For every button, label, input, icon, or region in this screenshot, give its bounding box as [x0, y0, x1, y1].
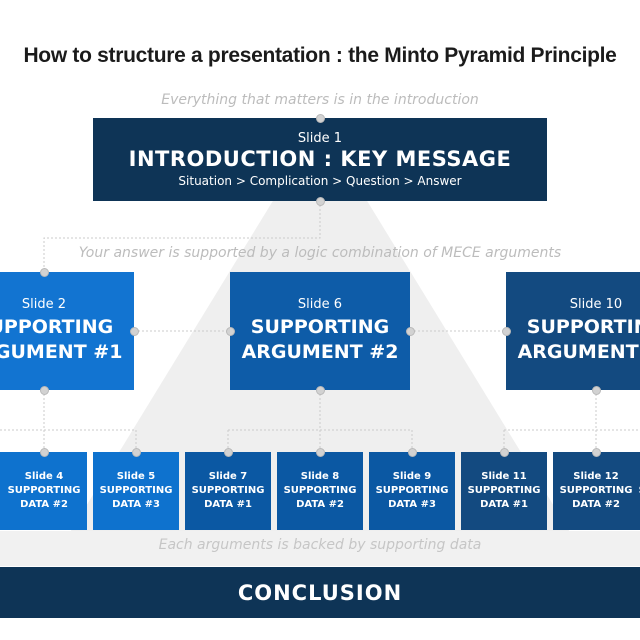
data-box-slide-4[interactable]: Slide 4 SUPPORTING DATA #2 — [1, 452, 87, 530]
data-box-slide-7[interactable]: Slide 7 SUPPORTING DATA #1 — [185, 452, 271, 530]
caption-introduction: Everything that matters is in the introd… — [161, 92, 479, 108]
connector-dot — [39, 267, 49, 277]
data-caption-band — [0, 531, 640, 566]
intro-title: INTRODUCTION : KEY MESSAGE — [128, 147, 512, 172]
data-box-slide-11[interactable]: Slide 11 SUPPORTING DATA #1 — [461, 452, 547, 530]
data-label-line2: DATA #2 — [572, 499, 620, 510]
connector-dot — [499, 447, 509, 457]
argument-box-3[interactable]: Slide 10 SUPPORTING ARGUMENT #3 — [506, 272, 640, 390]
connector-dot — [223, 447, 233, 457]
introduction-box[interactable]: Slide 1 INTRODUCTION : KEY MESSAGE Situa… — [93, 118, 547, 201]
connector-dot — [129, 326, 139, 336]
argument-label-line1: SUPPORTING — [250, 316, 390, 339]
argument-label-line1: SUPPORTING — [526, 316, 640, 339]
connector-dot — [405, 326, 415, 336]
connector-dot — [39, 447, 49, 457]
data-slide-number: Slide 4 — [24, 471, 64, 482]
connector-dot — [315, 113, 325, 123]
page-title: How to structure a presentation : the Mi… — [23, 44, 617, 67]
data-label-line2: DATA #2 — [296, 499, 344, 510]
intro-slide-number: Slide 1 — [297, 131, 343, 147]
data-slide-number: Slide 8 — [300, 471, 340, 482]
argument-slide-number: Slide 6 — [297, 297, 343, 313]
connector-dot — [591, 385, 601, 395]
data-slide-number: Slide 12 — [573, 471, 619, 482]
data-label-line1: SUPPORTING — [191, 485, 265, 496]
data-label-line2: DATA #1 — [480, 499, 528, 510]
data-label-line2: DATA #3 — [112, 499, 160, 510]
data-slide-number: Slide 11 — [481, 471, 527, 482]
data-label-line1: SUPPORTING — [375, 485, 449, 496]
intro-subtitle: Situation > Complication > Question > An… — [178, 173, 462, 188]
argument-label-line2: ARGUMENT #1 — [0, 341, 123, 363]
data-box-slide-12[interactable]: Slide 12 SUPPORTING DATA #2 — [553, 452, 639, 530]
connector-dot — [501, 326, 511, 336]
connector-dot — [315, 196, 325, 206]
data-slide-number: Slide 7 — [208, 471, 248, 482]
caption-supporting-data: Each arguments is backed by supporting d… — [158, 537, 482, 553]
data-box-slide-13[interactable]: Slide 13 SUPPORTING DATA #3 — [632, 452, 640, 530]
connector-dot — [315, 385, 325, 395]
connector-dot — [131, 447, 141, 457]
data-label-line1: SUPPORTING — [467, 485, 541, 496]
connector-dot — [315, 447, 325, 457]
argument-box-2[interactable]: Slide 6 SUPPORTING ARGUMENT #2 — [230, 272, 410, 390]
data-label-line1: SUPPORTING — [99, 485, 173, 496]
connector-dot — [225, 326, 235, 336]
data-label-line1: SUPPORTING — [7, 485, 81, 496]
argument-label-line1: SUPPORTING — [0, 316, 114, 339]
caption-arguments: Your answer is supported by a logic comb… — [78, 245, 562, 261]
argument-slide-number: Slide 10 — [569, 297, 623, 313]
conclusion-bar[interactable]: CONCLUSION — [0, 567, 640, 618]
data-slide-number: Slide 5 — [116, 471, 156, 482]
data-label-line1: SUPPORTING — [639, 484, 640, 498]
connector-dot — [39, 385, 49, 395]
argument-slide-number: Slide 2 — [21, 297, 67, 313]
data-label-line2: DATA #2 — [20, 499, 68, 510]
data-box-slide-9[interactable]: Slide 9 SUPPORTING DATA #3 — [369, 452, 455, 530]
argument-label-line2: ARGUMENT #2 — [241, 341, 399, 363]
data-label-line1: SUPPORTING — [559, 485, 633, 496]
data-box-slide-8[interactable]: Slide 8 SUPPORTING DATA #2 — [277, 452, 363, 530]
argument-box-1[interactable]: Slide 2 SUPPORTING ARGUMENT #1 — [0, 272, 134, 390]
conclusion-label: CONCLUSION — [237, 580, 403, 605]
data-label-line2: DATA #1 — [204, 499, 252, 510]
connector-dot — [591, 447, 601, 457]
connector-dot — [407, 447, 417, 457]
data-label-line2: DATA #3 — [388, 499, 436, 510]
data-box-slide-5[interactable]: Slide 5 SUPPORTING DATA #3 — [93, 452, 179, 530]
data-slide-number: Slide 9 — [392, 471, 432, 482]
data-label-line1: SUPPORTING — [283, 485, 357, 496]
argument-label-line2: ARGUMENT #3 — [517, 341, 640, 363]
